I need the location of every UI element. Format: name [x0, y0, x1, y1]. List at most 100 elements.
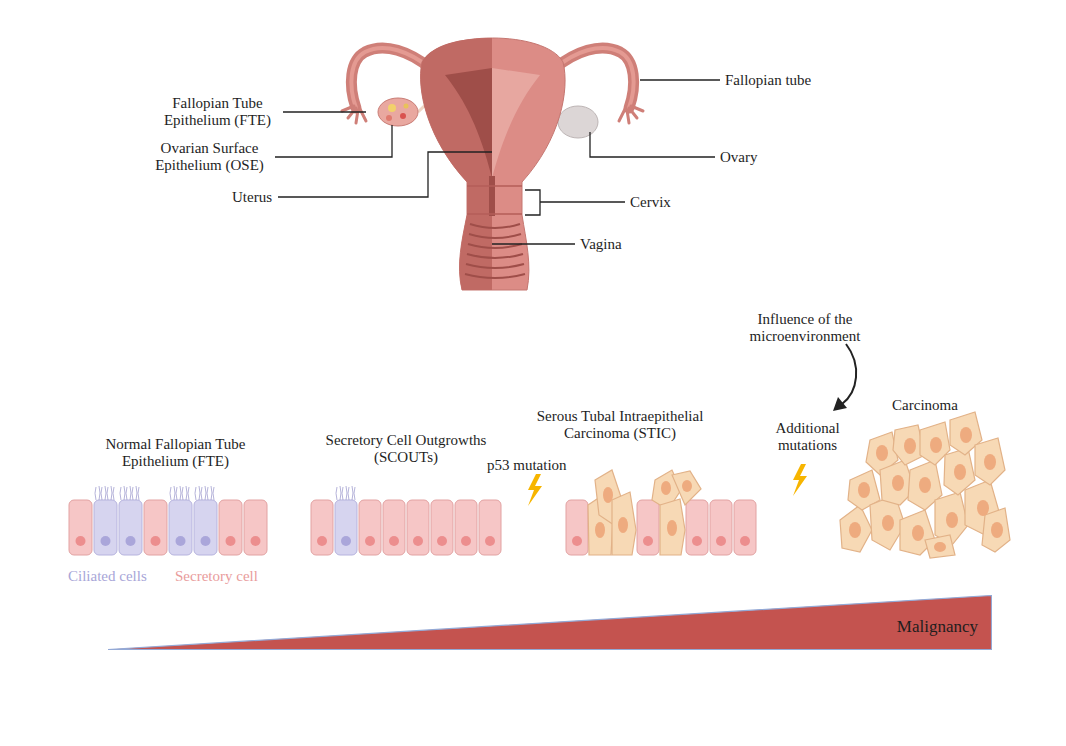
scout-cells — [455, 500, 477, 555]
lightning-bolt — [528, 464, 807, 506]
epithelium-cells — [95, 486, 214, 500]
epithelium-cells — [94, 500, 117, 555]
scout-cells — [461, 536, 471, 546]
uterus-drawing — [445, 68, 492, 178]
stic-cells — [710, 500, 732, 555]
ovary-drawing — [386, 115, 392, 121]
epithelium-cells — [219, 500, 242, 555]
epithelium-cells — [69, 486, 267, 555]
carcinoma-cells — [858, 482, 870, 498]
scout-cells — [485, 536, 495, 546]
stage-heading: Carcinoma — [835, 397, 1015, 414]
epithelium-cells — [176, 536, 186, 546]
stic-cells — [740, 536, 750, 546]
stic-cells — [692, 536, 702, 546]
leader-line — [590, 132, 715, 157]
epithelium-cells — [169, 500, 192, 555]
epithelium-cells — [226, 536, 236, 546]
leader-line — [275, 80, 720, 244]
leader-line — [275, 125, 392, 157]
epithelium-cells — [69, 500, 267, 555]
malignancy-band: Malignancy — [108, 595, 992, 650]
carcinoma-cells — [840, 412, 1010, 558]
fallopian-tube-drawing — [342, 106, 366, 123]
note-label: Influence of the microenvironment — [740, 311, 870, 345]
anatomy-label: Ovarian Surface Epithelium (OSE) — [147, 140, 272, 174]
stage-group: Secretory Cell Outgrowths (SCOUTs) — [310, 432, 502, 557]
scout-cells — [317, 536, 327, 546]
epithelium-cells — [119, 500, 142, 555]
lightning-bolt — [528, 474, 542, 506]
scout-cells — [383, 500, 405, 555]
curved-arrow — [842, 344, 856, 404]
scout-cells — [365, 536, 375, 546]
stic-cells — [566, 500, 588, 555]
stic-cells — [716, 536, 726, 546]
epithelium-cells — [244, 500, 267, 555]
event-label: Additional mutations — [760, 420, 855, 454]
curved-arrow — [833, 397, 847, 411]
fallopian-tube-drawing — [555, 48, 634, 108]
stic-cells — [686, 500, 708, 555]
leader-line — [283, 111, 366, 112]
uterus-drawing — [421, 38, 566, 290]
anatomy-label: Uterus — [200, 189, 272, 206]
stic-cells — [572, 536, 582, 546]
ovary-drawing — [400, 113, 406, 119]
carcinoma-cells — [876, 445, 888, 461]
carcinoma-cells — [954, 464, 966, 480]
scout-cells — [311, 500, 501, 555]
scout-cells — [336, 486, 355, 500]
carcinoma-cells — [930, 437, 942, 453]
scout-cells — [389, 536, 399, 546]
carcinoma-cells — [977, 500, 989, 516]
stic-cells — [603, 487, 613, 503]
scout-cells — [317, 536, 495, 546]
anatomy-label: Ovary — [720, 149, 790, 166]
ovary-drawing — [388, 104, 396, 112]
epithelium-cells — [76, 536, 261, 546]
scout-cells — [437, 536, 447, 546]
epithelium-cells — [76, 536, 86, 546]
epithelium-cells — [120, 486, 139, 500]
uterus-drawing — [492, 68, 540, 178]
stic-cells — [618, 517, 628, 533]
leader-line — [525, 190, 625, 215]
anatomy-label: Cervix — [630, 194, 700, 211]
scout-cells — [431, 500, 453, 555]
stic-cells — [595, 480, 692, 538]
uterus-drawing — [489, 176, 495, 216]
scout-cells — [413, 536, 423, 546]
stic-cells — [595, 522, 605, 538]
stic-cells — [661, 481, 671, 495]
epithelium-cells — [151, 536, 161, 546]
band-label: Malignancy — [848, 617, 978, 637]
ovary-drawing — [378, 98, 418, 126]
epithelium-cells — [101, 536, 111, 546]
epithelium-cells — [195, 486, 214, 500]
stic-cells — [566, 470, 756, 555]
leader-line — [640, 79, 720, 80]
malignancy-wedge — [108, 596, 992, 650]
legend-text: Secretory cell — [175, 568, 285, 585]
stic-cells — [637, 500, 659, 555]
carcinoma-cells — [904, 438, 916, 454]
anatomy-label: Fallopian tube — [725, 72, 855, 89]
stic-cells — [672, 471, 701, 505]
event-label: p53 mutation — [487, 457, 587, 474]
epithelium-cells — [170, 486, 189, 500]
epithelium-cells — [201, 536, 211, 546]
stage-heading: Normal Fallopian Tube Epithelium (FTE) — [88, 436, 263, 470]
epithelium-cells — [69, 500, 92, 555]
carcinoma-cells — [892, 475, 904, 491]
carcinoma-cells — [849, 522, 861, 538]
stic-cells — [667, 520, 677, 536]
carcinoma-cells — [975, 438, 1005, 485]
scout-cells — [407, 500, 429, 555]
curved-arrow — [833, 344, 856, 411]
leader-line — [492, 243, 575, 244]
stic-cells — [612, 492, 636, 555]
stic-cells — [660, 499, 685, 555]
stic-cells — [643, 536, 653, 546]
scout-cells — [335, 500, 357, 555]
